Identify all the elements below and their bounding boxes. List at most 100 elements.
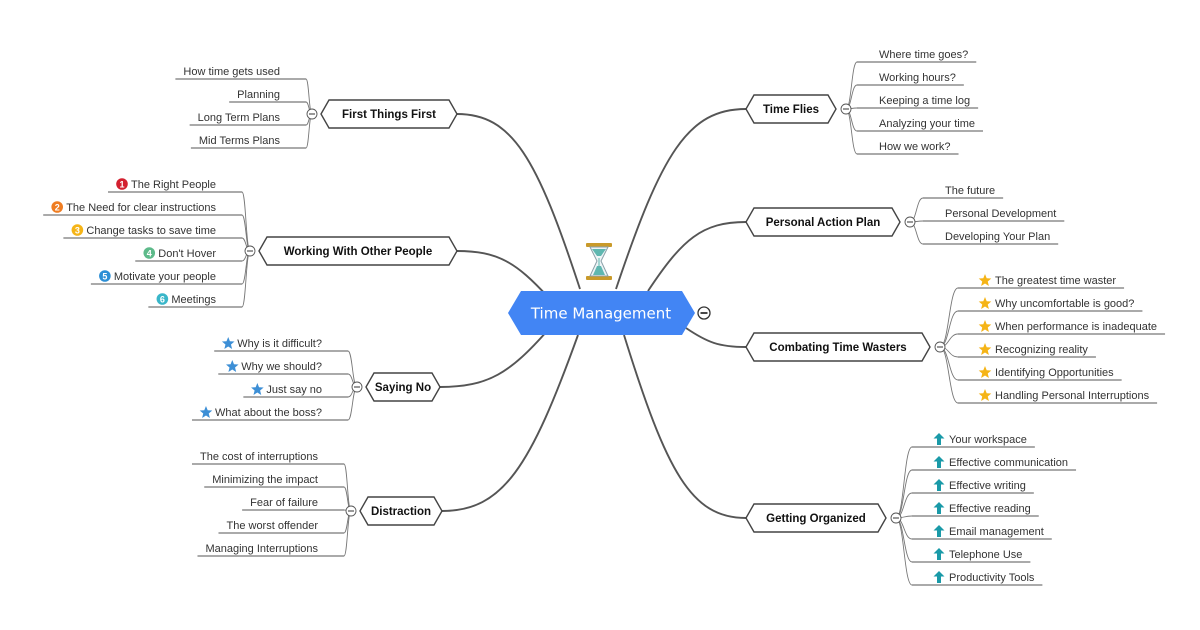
leaf-label: Why we should? <box>241 361 322 373</box>
branch-shape <box>745 207 901 237</box>
leaf-node[interactable]: How time gets used <box>175 66 306 80</box>
leaf-node[interactable]: The greatest time waster <box>958 274 1125 289</box>
number-marker-icon: 3 <box>71 224 84 236</box>
leaf-node[interactable]: Minimizing the impact <box>204 474 344 488</box>
branch-shape <box>745 503 887 533</box>
branch-label: Personal Action Plan <box>766 217 881 229</box>
branch-node-saying-no[interactable]: Saying No <box>365 372 441 402</box>
leaf-node[interactable]: Telephone Use <box>912 548 1031 563</box>
leaf-label: Why uncomfortable is good? <box>995 298 1134 310</box>
arrow-up-icon <box>933 571 945 583</box>
leaf-node[interactable]: Effective reading <box>912 502 1039 517</box>
leaf-node[interactable]: Your workspace <box>912 433 1035 448</box>
leaf-connector <box>939 287 959 348</box>
central-topic-node[interactable]: Time Management <box>508 291 695 335</box>
arrow-up-icon <box>933 525 945 537</box>
connector-distraction <box>441 334 579 512</box>
central-topic-title: Time Management <box>530 305 671 323</box>
leaf-node[interactable]: Planning <box>229 89 306 103</box>
leaf-label: Email management <box>949 526 1044 538</box>
collapse-toggle-saying-no[interactable] <box>351 381 363 393</box>
star-icon <box>226 360 239 372</box>
leaf-node[interactable]: Mid Terms Plans <box>190 135 306 149</box>
leaf-node[interactable]: Keeping a time log <box>857 95 979 109</box>
collapse-toggle-combating-time-wasters[interactable] <box>934 341 946 353</box>
leaf-label: The cost of interruptions <box>200 451 319 463</box>
leaf-node[interactable]: Fear of failure <box>242 497 344 511</box>
leaf-node[interactable]: Handling Personal Interruptions <box>958 389 1158 404</box>
leaf-node[interactable]: Identifying Opportunities <box>958 366 1122 381</box>
star-icon <box>978 389 992 401</box>
collapse-toggle-first-things-first[interactable] <box>306 108 318 120</box>
leaf-node[interactable]: Why we should? <box>218 360 348 375</box>
star-icon <box>978 274 992 286</box>
leaf-label: The Need for clear instructions <box>66 202 216 214</box>
leaf-label: Don't Hover <box>158 248 216 260</box>
branch-node-first-things-first[interactable]: First Things First <box>320 99 458 129</box>
leaf-label: Developing Your Plan <box>945 231 1050 243</box>
leaf-label: Handling Personal Interruptions <box>995 390 1150 402</box>
svg-text:3: 3 <box>75 226 80 236</box>
leaf-node[interactable]: The worst offender <box>218 520 344 534</box>
leaf-node[interactable]: Personal Development <box>923 208 1065 222</box>
leaf-node[interactable]: Analyzing your time <box>857 118 983 132</box>
branch-node-personal-action-plan[interactable]: Personal Action Plan <box>745 207 901 237</box>
leaf-node[interactable]: Managing Interruptions <box>197 543 344 557</box>
leaf-node[interactable]: Just say no <box>243 383 348 398</box>
connector-combating-time-wasters <box>685 327 747 348</box>
leaf-node[interactable]: Where time goes? <box>857 49 977 63</box>
leaf-label: The greatest time waster <box>995 275 1116 287</box>
number-marker-icon: 4 <box>143 247 156 259</box>
leaf-label: Telephone Use <box>949 549 1022 561</box>
leaf-node[interactable]: Working hours? <box>857 72 964 86</box>
leaf-label: Personal Development <box>945 208 1056 220</box>
arrow-up-icon <box>933 502 945 514</box>
leaf-node[interactable]: The cost of interruptions <box>191 451 344 465</box>
leaf-label: Meetings <box>171 294 216 306</box>
star-icon <box>221 337 235 349</box>
leaf-label: Change tasks to save time <box>86 225 216 237</box>
collapse-toggle-working-with-other-people[interactable] <box>244 245 256 257</box>
collapse-toggle-time-flies[interactable] <box>840 103 852 115</box>
branch-node-getting-organized[interactable]: Getting Organized <box>745 503 887 533</box>
leaf-node[interactable]: Why uncomfortable is good? <box>958 297 1143 312</box>
leaf-node[interactable]: Productivity Tools <box>912 571 1043 586</box>
branch-label: Combating Time Wasters <box>769 342 906 354</box>
leaf-node[interactable]: How we work? <box>857 141 959 155</box>
branch-node-combating-time-wasters[interactable]: Combating Time Wasters <box>745 332 931 362</box>
leaf-connector <box>343 510 352 557</box>
leaf-node[interactable]: Change tasks to save time 3 <box>63 224 242 239</box>
leaf-label: Minimizing the impact <box>212 474 318 486</box>
leaf-node[interactable]: Effective writing <box>912 479 1034 494</box>
number-marker-icon: 1 <box>116 178 128 190</box>
leaf-node[interactable]: Email management <box>912 525 1052 540</box>
leaf-connector <box>895 517 913 563</box>
leaf-node[interactable]: Long Term Plans <box>189 112 306 126</box>
leaf-node[interactable]: The future <box>923 185 1004 199</box>
star-icon <box>251 383 264 395</box>
connector-saying-no <box>439 329 549 388</box>
leaf-node[interactable]: Recognizing reality <box>958 343 1096 358</box>
branch-node-working-with-other-people[interactable]: Working With Other People <box>258 236 458 266</box>
collapse-toggle-distraction[interactable] <box>345 505 357 517</box>
branch-node-distraction[interactable]: Distraction <box>359 496 443 526</box>
collapse-toggle-personal-action-plan[interactable] <box>904 216 916 228</box>
hourglass-icon <box>586 243 612 280</box>
leaf-node[interactable]: Effective communication <box>912 456 1077 471</box>
leaf-node[interactable]: What about the boss? <box>191 406 348 421</box>
star-icon <box>978 320 992 332</box>
leaf-label: When performance is inadequate <box>995 321 1157 333</box>
leaf-node[interactable]: When performance is inadequate <box>958 320 1166 335</box>
leaf-node[interactable]: Why is it difficult? <box>214 337 348 352</box>
leaf-node[interactable]: Developing Your Plan <box>923 231 1059 245</box>
collapse-toggle-getting-organized[interactable] <box>890 512 902 524</box>
connector-personal-action-plan <box>647 221 747 292</box>
leaf-label: Where time goes? <box>879 49 968 61</box>
central-collapse-toggle[interactable] <box>697 306 711 320</box>
branch-node-time-flies[interactable]: Time Flies <box>745 94 837 124</box>
